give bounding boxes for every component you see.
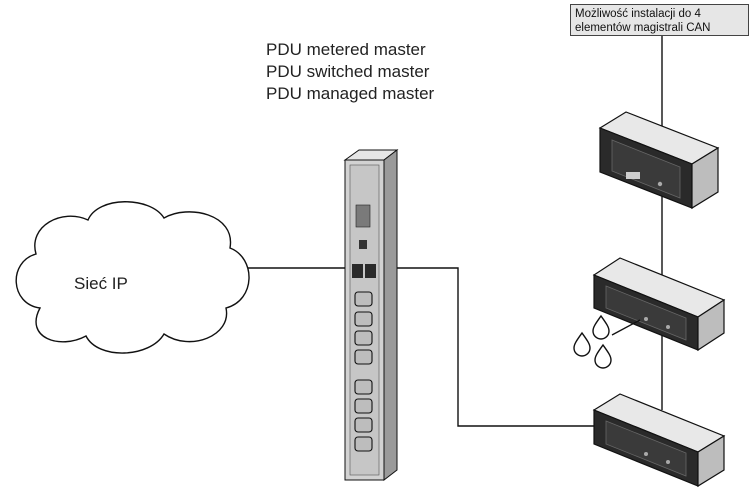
ip-network-cloud <box>15 201 250 354</box>
can-sensor-device <box>598 111 720 210</box>
pdu-outlets <box>354 291 373 452</box>
can-note-box: Możliwość instalacji do 4 elementów magi… <box>570 4 749 36</box>
pdu-model-label: PDU managed master <box>266 84 435 103</box>
pdu-master-unit <box>343 148 399 482</box>
can-sensor-device <box>592 393 726 488</box>
pdu-model-label: PDU metered master <box>266 40 426 59</box>
pdu-display <box>355 204 371 228</box>
can-sensor-device <box>592 257 726 352</box>
can-bus-link <box>396 267 594 427</box>
can-note-line: Możliwość instalacji do 4 <box>575 8 701 20</box>
pdu-network-ports <box>352 264 376 278</box>
ip-network-label: Sieć IP <box>74 274 128 293</box>
pdu-model-label: PDU switched master <box>266 62 430 81</box>
water-drops-icon <box>573 314 612 369</box>
can-note-line: elementów magistrali CAN <box>575 22 711 34</box>
connection-lines <box>238 36 663 427</box>
